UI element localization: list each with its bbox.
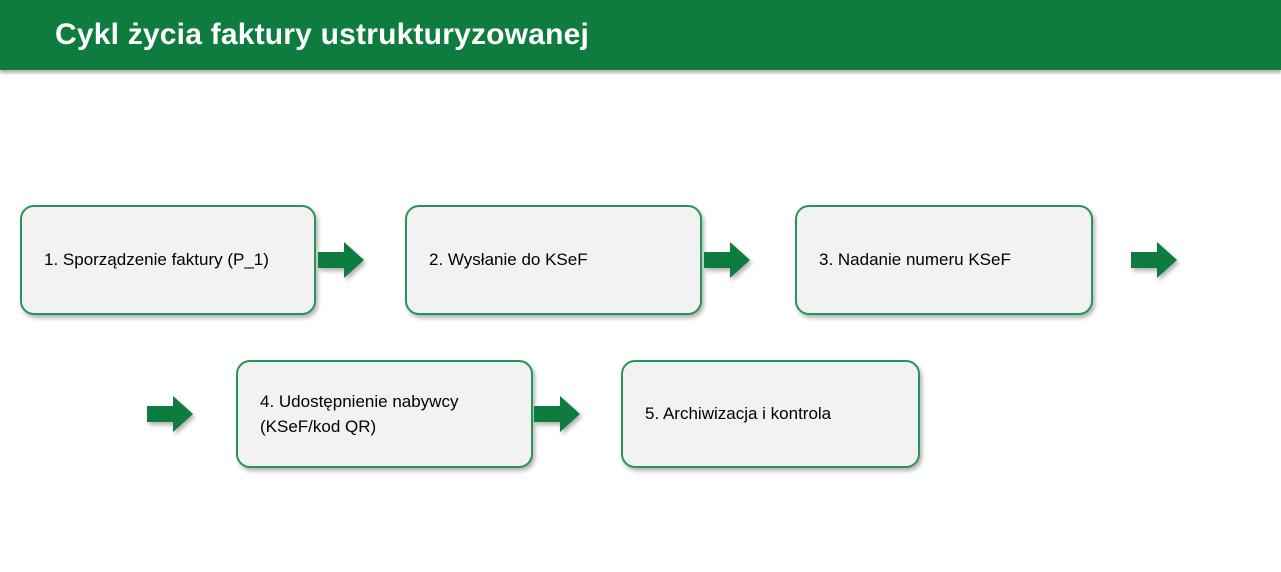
step-box-3: 3. Nadanie numeru KSeF	[795, 205, 1093, 315]
step-box-1: 1. Sporządzenie faktury (P_1)	[20, 205, 316, 315]
step-box-2: 2. Wysłanie do KSeF	[405, 205, 702, 315]
flow-right-arrow-icon	[318, 240, 364, 280]
step-label: 2. Wysłanie do KSeF	[429, 250, 588, 270]
step-box-4: 4. Udostępnienie nabywcy (KSeF/kod QR)	[236, 360, 533, 468]
flow-right-arrow-icon	[147, 394, 193, 434]
step-label: 4. Udostępnienie nabywcy (KSeF/kod QR)	[260, 391, 459, 437]
step-box-5: 5. Archiwizacja i kontrola	[621, 360, 920, 468]
flow-right-arrow-icon	[1131, 240, 1177, 280]
header-bar: Cykl życia faktury ustrukturyzowanej	[0, 0, 1281, 70]
flow-right-arrow-icon	[704, 240, 750, 280]
step-label: 5. Archiwizacja i kontrola	[645, 404, 832, 424]
step-label: 3. Nadanie numeru KSeF	[819, 250, 1011, 270]
flow-right-arrow-icon	[534, 394, 580, 434]
page-title: Cykl życia faktury ustrukturyzowanej	[55, 18, 590, 51]
step-label: 1. Sporządzenie faktury (P_1)	[44, 250, 269, 270]
